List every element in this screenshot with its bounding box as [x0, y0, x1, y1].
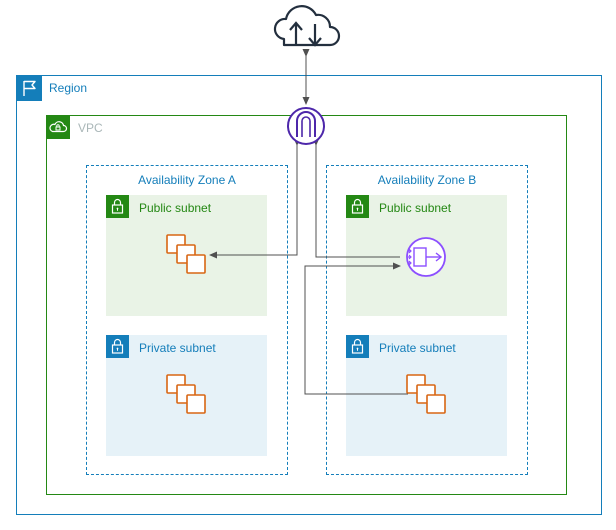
ec2-instances-icon: [166, 234, 206, 274]
ec2-instances-icon: [406, 374, 446, 414]
igw-nat-connector: [312, 138, 400, 258]
region-label: Region: [49, 81, 88, 95]
public-subnet-a-label: Public subnet: [139, 201, 212, 215]
public-subnet-b-label: Public subnet: [379, 201, 452, 215]
private-b-nat-connector: [304, 262, 408, 395]
internet-gateway-icon: [287, 107, 325, 145]
flag-icon: [16, 75, 42, 101]
padlock-icon: [106, 335, 129, 358]
availability-zone-b: [326, 165, 528, 475]
nat-gateway-icon: [406, 237, 446, 277]
padlock-icon: [106, 195, 129, 218]
padlock-icon: [346, 195, 369, 218]
cloud-lock-icon: [46, 115, 70, 139]
padlock-icon: [346, 335, 369, 358]
igw-public-a-connector: [209, 138, 301, 259]
ec2-instances-icon: [166, 374, 206, 414]
private-subnet-b-label: Private subnet: [379, 341, 456, 355]
vpc-label: VPC: [78, 121, 103, 135]
availability-zone-b-label: Availability Zone B: [377, 173, 477, 187]
private-subnet-a-label: Private subnet: [139, 341, 216, 355]
availability-zone-a: [86, 165, 288, 475]
connectors: [209, 49, 408, 395]
cloud-upload-download-icon: [273, 5, 341, 47]
